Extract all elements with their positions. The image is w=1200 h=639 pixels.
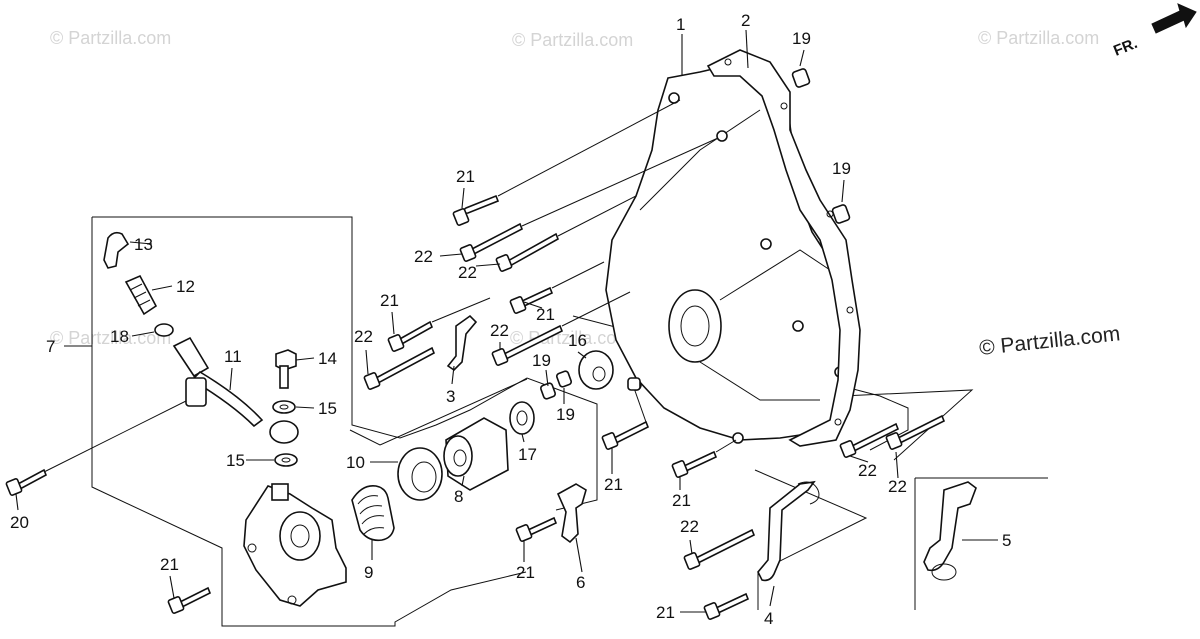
bolt-20: [5, 468, 48, 496]
dowel-pin-center-a: [540, 382, 556, 400]
callout-11: 11: [224, 347, 242, 366]
callout-5: 5: [1002, 531, 1011, 550]
callout-21-bottom: 21: [656, 603, 675, 622]
callout-4: 4: [764, 609, 773, 628]
pump-rotor-8: [443, 417, 509, 491]
spring-9: [351, 484, 395, 542]
front-direction-label: FR.: [1111, 35, 1140, 60]
callout-21-lower-right: 21: [672, 491, 691, 510]
bolt-21-mid: [509, 286, 554, 314]
bolt-22-upper-b: [495, 232, 560, 272]
front-direction-arrow-icon: FR.: [1111, 3, 1197, 60]
callout-22-right-b: 22: [888, 477, 907, 496]
o-ring-18: [154, 323, 174, 337]
callout-19-right: 19: [832, 159, 851, 178]
oil-seal-16: [578, 350, 614, 390]
callout-21-lower-center: 21: [604, 475, 623, 494]
banjo-bolt-14: [275, 349, 297, 389]
watermark-mid-center: © Partzilla.com: [510, 328, 631, 348]
bolt-21-clip: [515, 516, 558, 542]
bolt-22-bottom: [683, 528, 756, 570]
dowel-pin-center-b: [556, 370, 572, 388]
callout-21-mid: 21: [536, 305, 555, 324]
callout-8: 8: [454, 487, 463, 506]
callout-labels: 1 2 19 19 21 22 22 13 12 18 7 11 14 15 1…: [10, 11, 1011, 628]
callout-15-upper: 15: [318, 399, 337, 418]
callout-14: 14: [318, 349, 337, 368]
bolt-21-pump: [167, 586, 212, 614]
watermark-top-center: © Partzilla.com: [512, 30, 633, 50]
callout-7: 7: [46, 337, 55, 356]
watermark-partzilla: © Partzilla.com: [978, 322, 1121, 360]
callout-9: 9: [364, 563, 373, 582]
watermark-top-right: © Partzilla.com: [978, 28, 1099, 48]
bolt-21-lower-right: [671, 450, 718, 478]
dowel-pin-cover: [627, 377, 641, 391]
callout-15-lower: 15: [226, 451, 245, 470]
callout-6: 6: [576, 573, 585, 592]
assembly-lines: [43, 99, 737, 473]
callout-22-upper-a: 22: [414, 247, 433, 266]
oil-hose-11: [172, 336, 299, 444]
callout-22-left: 22: [354, 327, 373, 346]
callout-18: 18: [110, 327, 129, 346]
callout-leaders: [15, 187, 998, 613]
callout-22-upper-b: 22: [458, 263, 477, 282]
sealing-washer-15-lower: [274, 453, 298, 467]
nipple-12: [124, 274, 158, 316]
callout-2: 2: [741, 11, 750, 30]
callout-19-center-a: 19: [532, 351, 551, 370]
watermark-mid-left: © Partzilla.com: [50, 328, 171, 348]
watermark-top-left: © Partzilla.com: [50, 28, 171, 48]
callout-20: 20: [10, 513, 29, 532]
callout-17: 17: [518, 445, 537, 464]
oil-seal-10: [397, 447, 443, 501]
callout-19-center-b: 19: [556, 405, 575, 424]
bolt-22-right-b: [885, 414, 946, 450]
dowel-pin-top: [791, 68, 811, 88]
callout-16: 16: [568, 331, 587, 350]
callout-13: 13: [134, 235, 153, 254]
clamp-6: [556, 483, 587, 544]
callout-21-pump: 21: [160, 555, 179, 574]
oil-pump-housing: [243, 483, 347, 607]
clutch-cover: [605, 65, 847, 444]
clip-13: [103, 231, 130, 269]
callout-19-top: 19: [792, 29, 811, 48]
bolt-22-center: [491, 324, 564, 366]
cover-gasket: [706, 49, 861, 447]
bolt-21-bottom: [703, 592, 750, 620]
cable-clip-3: [446, 314, 478, 372]
sealing-washer-15-upper: [272, 400, 296, 414]
callout-12: 12: [176, 277, 195, 296]
bolt-21-lower-center: [601, 420, 650, 450]
bolt-21-top: [452, 194, 500, 226]
callout-10: 10: [346, 453, 365, 472]
dowel-pin-right: [831, 204, 851, 224]
bolt-22-right-a: [839, 422, 900, 458]
lever-5: [923, 481, 977, 581]
bolt-21-left: [387, 320, 434, 352]
callout-22-right-a: 22: [858, 461, 877, 480]
bolt-22-left: [363, 346, 436, 390]
callout-21-left: 21: [380, 291, 399, 310]
callout-22-bottom: 22: [680, 517, 699, 536]
lever-4: [757, 480, 820, 582]
bolt-22-upper-a: [459, 222, 524, 262]
callout-1: 1: [676, 15, 685, 34]
callout-22-center: 22: [490, 321, 509, 340]
bearing-17: [509, 401, 535, 435]
callout-21-top: 21: [456, 167, 475, 186]
callout-21-clip: 21: [516, 563, 535, 582]
callout-3: 3: [446, 387, 455, 406]
